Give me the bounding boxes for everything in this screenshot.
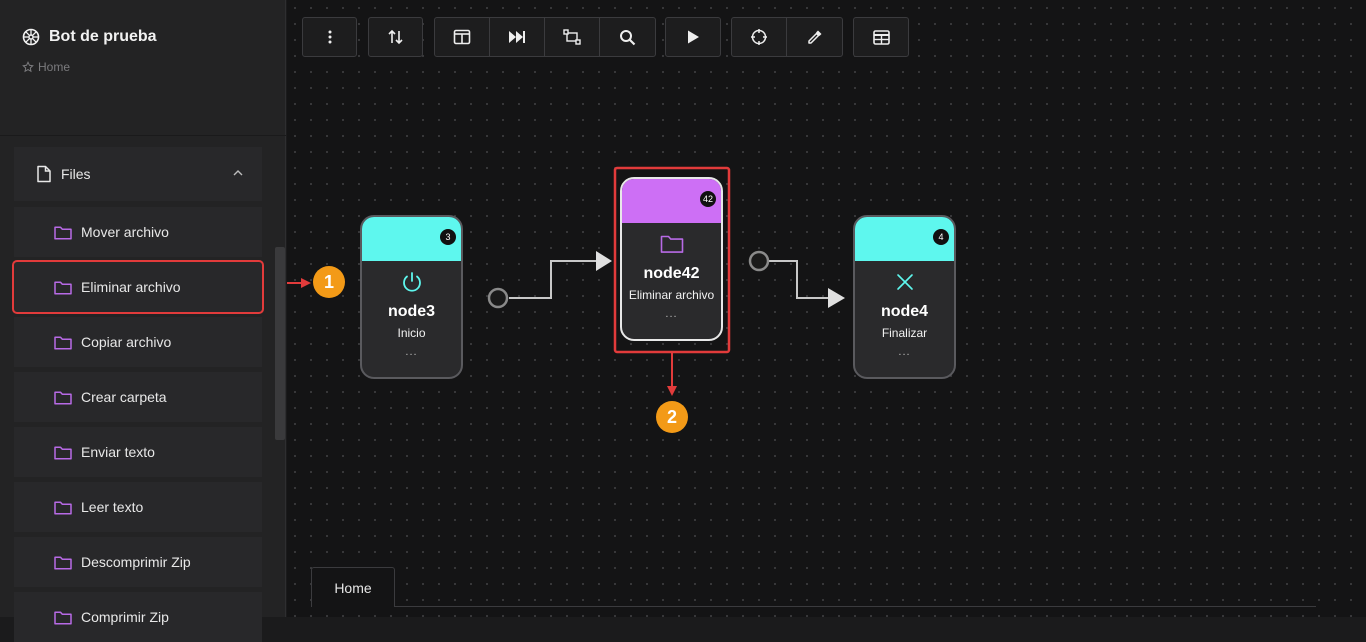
sort-icon: [387, 29, 403, 45]
crosshair-icon: [751, 29, 767, 45]
folder-icon: [54, 555, 72, 570]
eyedropper-icon: [807, 30, 821, 44]
folder-icon: [54, 335, 72, 350]
node-node42[interactable]: 42 node42 Eliminar archivo ...: [620, 177, 723, 341]
node-header: 4: [855, 217, 954, 261]
node-header: 42: [622, 179, 721, 223]
connections: [287, 166, 845, 396]
toolbar-view-group: [434, 17, 656, 57]
run-button[interactable]: [665, 17, 721, 57]
sidebar-item-enviar-texto[interactable]: Enviar texto: [14, 427, 262, 477]
crosshair-button[interactable]: [732, 18, 787, 56]
table-view-button[interactable]: [853, 17, 909, 57]
node-badge: 42: [699, 191, 716, 207]
sidebar-item-comprimir-zip[interactable]: Comprimir Zip: [14, 592, 262, 642]
search-icon: [620, 29, 636, 45]
sidebar-scrollbar[interactable]: [275, 247, 285, 440]
folder-icon: [54, 610, 72, 625]
edge-node3-node42[interactable]: [487, 251, 612, 309]
folder-icon: [660, 235, 683, 253]
folder-icon: [54, 390, 72, 405]
more-options-button[interactable]: [302, 17, 357, 57]
sidebar-divider: [0, 135, 286, 136]
file-icon: [37, 165, 51, 183]
node-node4[interactable]: 4 node4 Finalizar ...: [853, 215, 956, 379]
sidebar-item-descomprimir-zip[interactable]: Descomprimir Zip: [14, 537, 262, 587]
node-header: 3: [362, 217, 461, 261]
tab-bar-divider: [395, 606, 1316, 607]
app-title: Bot de prueba: [49, 28, 157, 45]
node-name: node4: [880, 303, 929, 320]
transform-button[interactable]: [545, 18, 600, 56]
output-port[interactable]: [487, 287, 509, 309]
node-node3[interactable]: 3 node3 Inicio ...: [360, 215, 463, 379]
tab-home[interactable]: Home: [311, 567, 395, 607]
node-subtitle: Inicio: [397, 326, 426, 340]
folder-icon: [54, 225, 72, 240]
transform-icon: [563, 29, 581, 45]
flow-canvas[interactable]: 3 node3 Inicio ... 42 node42 Eliminar ar…: [287, 0, 1366, 617]
bot-wheel-icon: [22, 28, 40, 46]
node-name: node42: [643, 265, 700, 282]
sidebar-item-copiar-archivo[interactable]: Copiar archivo: [14, 317, 262, 367]
node-subtitle: Finalizar: [881, 326, 928, 340]
folder-icon: [54, 445, 72, 460]
power-icon: [402, 272, 421, 292]
layout-button[interactable]: [435, 18, 490, 56]
node-badge: 3: [440, 229, 456, 245]
chevron-up-icon[interactable]: [232, 167, 244, 179]
close-icon: [896, 274, 913, 290]
node-subtitle: Eliminar archivo: [628, 288, 715, 302]
node-more[interactable]: ...: [898, 346, 911, 358]
folder-icon: [54, 500, 72, 515]
node-name: node3: [387, 303, 436, 320]
breadcrumb-home[interactable]: Home: [38, 60, 71, 74]
node-badge: 4: [933, 229, 949, 245]
brand: Bot de prueba: [22, 28, 157, 46]
star-icon: [22, 61, 34, 73]
skip-forward-button[interactable]: [490, 18, 545, 56]
more-vert-icon: [328, 30, 331, 44]
files-group-header[interactable]: Files: [14, 147, 262, 201]
sort-button[interactable]: [368, 17, 423, 57]
search-button[interactable]: [600, 18, 655, 56]
node-more[interactable]: ...: [405, 346, 418, 358]
play-icon: [688, 30, 699, 44]
skip-forward-icon: [509, 31, 525, 43]
sidebar-item-crear-carpeta[interactable]: Crear carpeta: [14, 372, 262, 422]
breadcrumb[interactable]: Home: [22, 60, 70, 74]
edge-node42-node4[interactable]: [748, 250, 845, 308]
toolbar-inspect-group: [731, 17, 843, 57]
sidebar-item-eliminar-archivo[interactable]: Eliminar archivo: [12, 260, 264, 314]
sidebar-item-mover-archivo[interactable]: Mover archivo: [14, 207, 262, 257]
table-icon: [872, 29, 890, 45]
sidebar: Bot de prueba Home Files Mover archivo E…: [0, 0, 286, 642]
annotation-marker-1: 1: [313, 266, 345, 298]
sidebar-item-leer-texto[interactable]: Leer texto: [14, 482, 262, 532]
files-group-label: Files: [61, 166, 91, 182]
annotation-marker-2: 2: [656, 401, 688, 433]
output-port[interactable]: [748, 250, 770, 272]
folder-icon: [54, 280, 72, 295]
layout-icon: [453, 29, 471, 45]
tab-home-label: Home: [334, 579, 372, 596]
node-more[interactable]: ...: [665, 308, 678, 320]
eyedropper-button[interactable]: [787, 18, 842, 56]
